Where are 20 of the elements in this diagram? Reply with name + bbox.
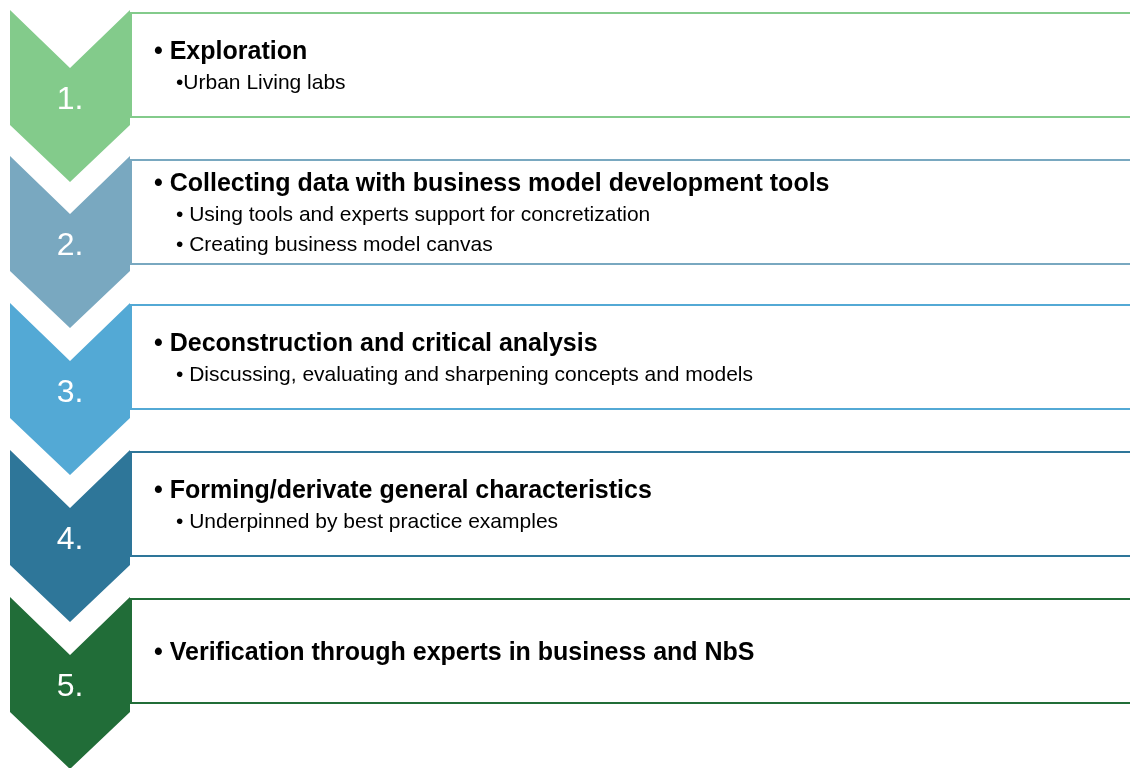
bullet-item: • Discussing, evaluating and sharpening concepts and models xyxy=(176,361,754,387)
step-number: 2. xyxy=(55,226,85,262)
step-box xyxy=(130,12,1130,118)
bullet-item: •Urban Living labs xyxy=(176,69,346,95)
step-heading: • Verification through experts in business and NbS xyxy=(154,636,755,667)
bullet-item: • Using tools and experts support for concretization xyxy=(176,201,652,227)
step-number: 3. xyxy=(55,373,85,409)
step-box xyxy=(130,598,1130,704)
step-number: 5. xyxy=(55,667,85,703)
step-box xyxy=(130,304,1130,410)
step-number: 4. xyxy=(55,520,85,556)
step-heading: • Collecting data with business model development tools xyxy=(154,167,830,198)
bullet-item: • Underpinned by best practice examples xyxy=(176,508,560,534)
step-heading: • Exploration xyxy=(154,35,309,66)
step-box xyxy=(130,159,1130,265)
step-box xyxy=(130,451,1130,557)
step-number: 1. xyxy=(55,80,85,116)
step-heading: • Forming/derivate general characteristics xyxy=(154,474,652,505)
bullet-item: • Creating business model canvas xyxy=(176,231,494,257)
step-heading: • Deconstruction and critical analysis xyxy=(154,327,599,358)
